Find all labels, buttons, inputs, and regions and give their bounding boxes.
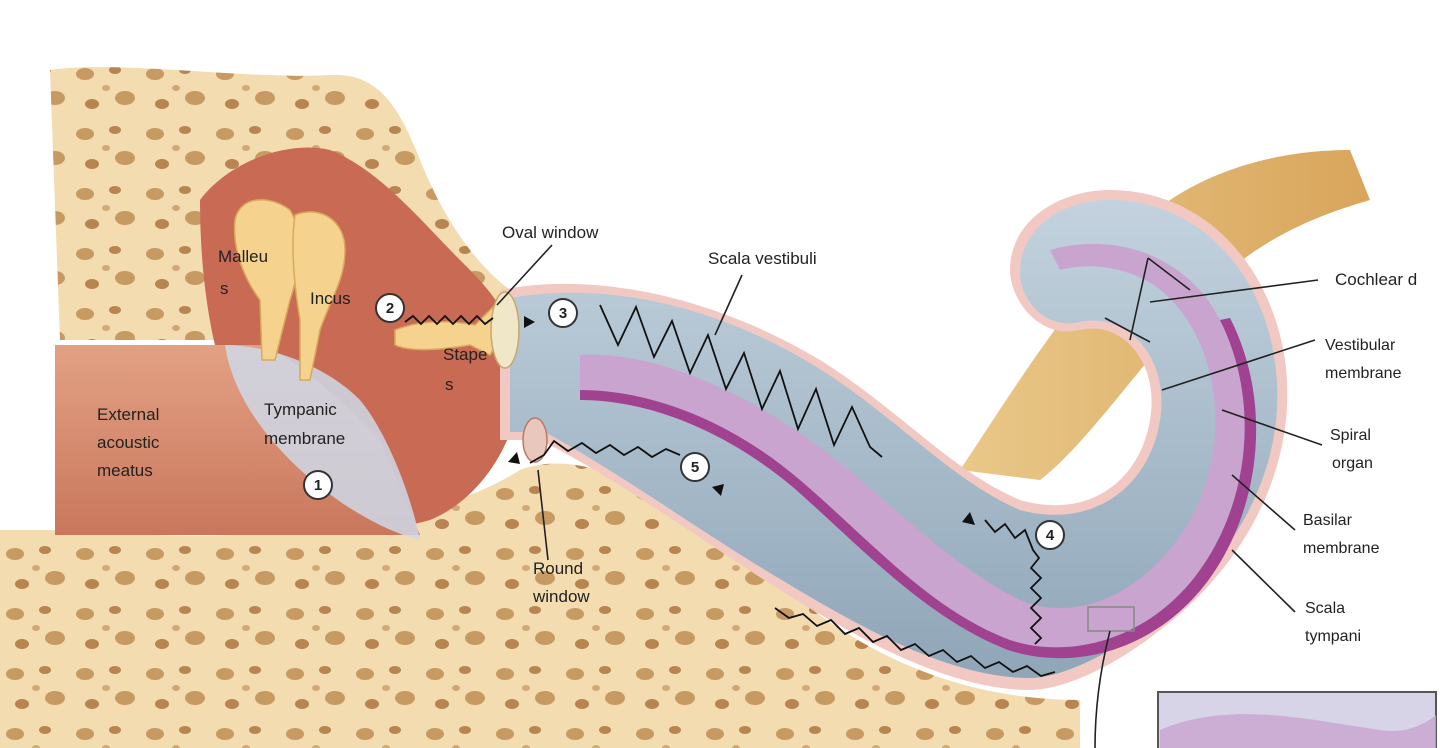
- label-scala-vestibuli: Scala vestibuli: [708, 249, 817, 268]
- wave-vestibuli-arrow: [962, 512, 975, 525]
- label-tympanic: Tympanic: [264, 400, 337, 419]
- leader-round-window: [537, 469, 549, 561]
- leader-scala-vestibuli: [714, 274, 743, 336]
- label-stapes: Stape: [443, 345, 487, 364]
- leader-cochlear-duct: [1149, 279, 1319, 303]
- label-vestibular-membrane: membrane: [1325, 365, 1402, 382]
- label-spiral: Spiral: [1330, 427, 1371, 444]
- label-tympanic-membrane: membrane: [264, 429, 345, 448]
- leader-basilar-membrane: [1231, 474, 1296, 531]
- step-marker-3: 3: [548, 298, 578, 328]
- wave-vestibuli: [599, 304, 883, 458]
- label-round: Round: [533, 559, 583, 578]
- inset-leader: [1094, 630, 1111, 748]
- svg-text:5: 5: [691, 459, 699, 476]
- label-basilar-membrane: membrane: [1303, 540, 1380, 557]
- svg-text:1: 1: [314, 477, 322, 494]
- label-external: External: [97, 405, 159, 424]
- oval-window: [490, 291, 520, 369]
- label-acoustic: acoustic: [97, 433, 160, 452]
- svg-text:3: 3: [559, 305, 567, 322]
- label-meatus: meatus: [97, 461, 153, 480]
- leader-spiral-organ: [1221, 409, 1323, 446]
- wave-tympani: [774, 607, 1056, 677]
- wave-tympani-arrow: [712, 484, 724, 496]
- leader-vestibular-membrane: [1161, 339, 1316, 391]
- label-incus: Incus: [310, 289, 351, 308]
- wave-stapes: [404, 314, 494, 326]
- step-marker-4: 4: [1035, 520, 1065, 550]
- step-marker-1: 1: [303, 470, 333, 500]
- tympanic-membrane: [225, 345, 420, 540]
- inset-marker: [1087, 606, 1135, 632]
- leader-oval-window: [496, 244, 553, 306]
- label-round-window: window: [532, 587, 590, 606]
- label-stapes-tail: s: [445, 375, 454, 394]
- scala-body: [510, 200, 1278, 678]
- label-malleus: Malleu: [218, 247, 268, 266]
- step-marker-2: 2: [375, 293, 405, 323]
- label-scala: Scala: [1305, 600, 1345, 617]
- step-marker-5: 5: [680, 452, 710, 482]
- svg-text:2: 2: [386, 300, 394, 317]
- label-cochlear-duct: Cochlear d: [1335, 270, 1417, 289]
- bracket-cochlear-duct: [1104, 257, 1191, 343]
- round-window: [522, 417, 548, 463]
- wave-helicotrema: [984, 519, 1043, 645]
- label-vestibular: Vestibular: [1325, 337, 1396, 354]
- inset-tissue: [1160, 714, 1436, 748]
- wave-round-arrow: [508, 452, 520, 464]
- label-oval-window: Oval window: [502, 223, 599, 242]
- label-spiral-organ: organ: [1332, 455, 1373, 472]
- basilar-membrane-stripe: [580, 318, 1257, 659]
- leader-scala-tympani: [1231, 549, 1296, 613]
- incus-shape: [292, 211, 346, 381]
- wave-round-window: [529, 439, 681, 464]
- label-malleus-tail: s: [220, 279, 229, 298]
- label-scala-tympani: tympani: [1305, 628, 1361, 645]
- cochlear-duct-shape: [580, 243, 1245, 648]
- wave-stapes-arrow: [524, 316, 535, 328]
- label-basilar: Basilar: [1303, 512, 1353, 529]
- svg-text:4: 4: [1046, 527, 1055, 544]
